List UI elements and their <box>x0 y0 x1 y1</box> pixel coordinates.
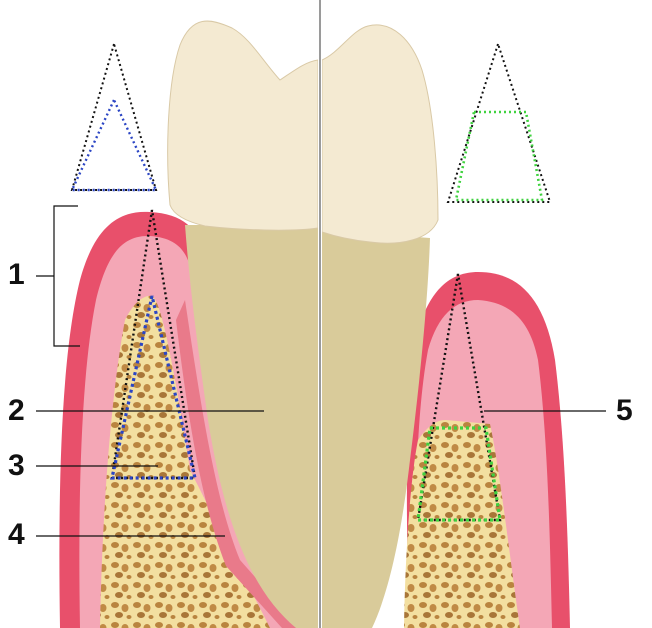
label-3: 3 <box>8 451 25 481</box>
label-5: 5 <box>616 396 633 426</box>
crown-right <box>322 25 438 243</box>
inset-trapezoid-green-right <box>456 112 542 200</box>
label-1: 1 <box>8 260 25 290</box>
crown-left <box>168 21 318 230</box>
label-4: 4 <box>8 520 25 550</box>
left-panel <box>59 21 318 628</box>
inset-triangle-black-right <box>448 44 550 202</box>
right-panel <box>322 25 570 628</box>
label-2: 2 <box>8 396 25 426</box>
inset-triangle-black-left <box>72 44 156 190</box>
